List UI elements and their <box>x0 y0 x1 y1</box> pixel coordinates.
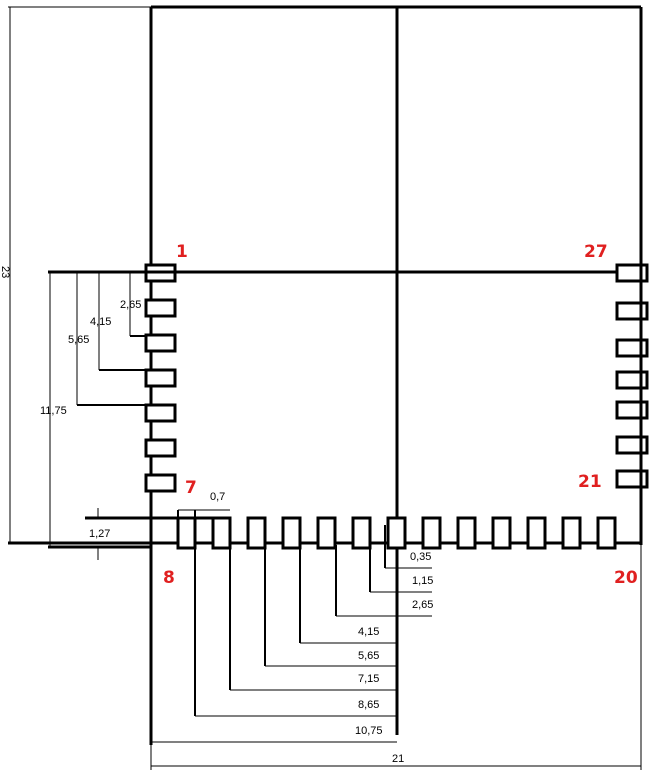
pad-left <box>144 438 177 458</box>
bottom-pads <box>176 516 617 550</box>
dim-text-1-15: 1,15 <box>412 575 433 587</box>
dim-text-7-15-bottom: 7,15 <box>358 673 379 685</box>
pin-label-7: 7 <box>185 478 197 498</box>
dim-text-0-35: 0,35 <box>410 551 431 563</box>
pad-left <box>144 403 177 423</box>
dim-text-10-75-bottom: 10,75 <box>355 725 383 737</box>
pad-left <box>144 298 177 318</box>
dim-text-5-65-bottom: 5,65 <box>358 650 379 662</box>
pad-bottom <box>456 516 477 550</box>
pad-bottom <box>491 516 512 550</box>
pin-label-21: 21 <box>578 472 602 492</box>
pad-bottom <box>596 516 617 550</box>
dim-text-11-75: 11,75 <box>40 405 67 417</box>
left-pads <box>144 263 177 493</box>
pad-bottom <box>246 516 267 550</box>
pin-label-8: 8 <box>163 568 175 588</box>
pin-label-27: 27 <box>584 242 608 262</box>
pin-label-20: 20 <box>614 568 638 588</box>
outline-lines <box>8 5 643 745</box>
dim-text-5-65: 5,65 <box>68 334 89 346</box>
pad-bottom <box>526 516 547 550</box>
dim-text-0-7: 0,7 <box>210 491 225 503</box>
left-dimension-lines <box>8 6 151 560</box>
pad-left <box>144 333 177 353</box>
dim-text-2-65-bottom: 2,65 <box>412 599 433 611</box>
pin-label-1: 1 <box>176 242 188 262</box>
dim-text-1-27: 1,27 <box>89 528 110 540</box>
overlay-lines <box>146 265 643 490</box>
pad-left <box>144 473 177 493</box>
dim-text-4-15: 4,15 <box>90 316 111 328</box>
pad-bottom <box>316 516 337 550</box>
pad-bottom <box>386 516 407 550</box>
pad-bottom <box>421 516 442 550</box>
dim-text-2-65: 2,65 <box>120 299 141 311</box>
pad-bottom <box>281 516 302 550</box>
pad-left <box>144 368 177 388</box>
dim-text-21: 21 <box>392 753 404 765</box>
bottom-dimension-lines <box>150 509 642 770</box>
pad-bottom <box>561 516 582 550</box>
dim-text-8-65-bottom: 8,65 <box>358 699 379 711</box>
pad-bottom <box>176 516 197 550</box>
pad-bottom <box>211 516 232 550</box>
dim-text-23: 23 <box>0 266 11 278</box>
dim-text-4-15-bottom: 4,15 <box>358 626 379 638</box>
pad-bottom <box>351 516 372 550</box>
